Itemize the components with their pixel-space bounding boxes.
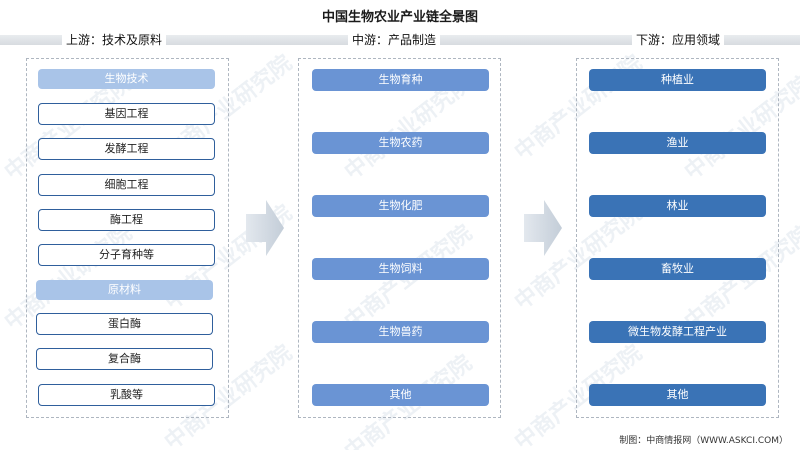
page-title: 中国生物农业产业链全景图 xyxy=(321,10,478,25)
midstream-header: 中游：产品制造 xyxy=(348,32,441,48)
source-footer: 制图：中商情报网（WWW.ASKCI.COM） xyxy=(619,436,788,446)
upstream-panel xyxy=(26,58,229,418)
tech-item-box: 基因工程 xyxy=(38,103,215,125)
midstream-item-box: 生物育种 xyxy=(312,69,489,91)
tech-item-box: 分子育种等 xyxy=(38,244,215,266)
downstream-item-box: 微生物发酵工程产业 xyxy=(589,321,766,343)
downstream-panel xyxy=(576,58,779,418)
material-item-box: 复合酶 xyxy=(36,348,213,370)
midstream-item-box: 生物饲料 xyxy=(312,258,489,280)
upstream-header: 上游：技术及原料 xyxy=(62,32,167,48)
midstream-panel xyxy=(298,58,501,418)
tech-category-box: 生物技术 xyxy=(38,69,215,89)
downstream-item-box: 其他 xyxy=(589,384,766,406)
tech-item-box: 发酵工程 xyxy=(38,138,215,160)
material-item-box: 乳酸等 xyxy=(38,384,215,406)
downstream-item-box: 渔业 xyxy=(589,132,766,154)
downstream-item-box: 林业 xyxy=(589,195,766,217)
midstream-item-box: 生物兽药 xyxy=(312,321,489,343)
midstream-item-box: 生物化肥 xyxy=(312,195,489,217)
midstream-item-box: 生物农药 xyxy=(312,132,489,154)
downstream-item-box: 畜牧业 xyxy=(589,258,766,280)
tech-item-box: 酶工程 xyxy=(38,209,215,231)
material-item-box: 蛋白酶 xyxy=(36,313,213,335)
tech-item-box: 细胞工程 xyxy=(38,174,215,196)
downstream-item-box: 种植业 xyxy=(589,69,766,91)
flow-arrow-icon xyxy=(524,200,562,256)
flow-arrow-icon xyxy=(246,200,284,256)
downstream-header: 下游：应用领域 xyxy=(632,32,725,48)
midstream-item-box: 其他 xyxy=(312,384,489,406)
material-category-box: 原材料 xyxy=(36,280,213,300)
